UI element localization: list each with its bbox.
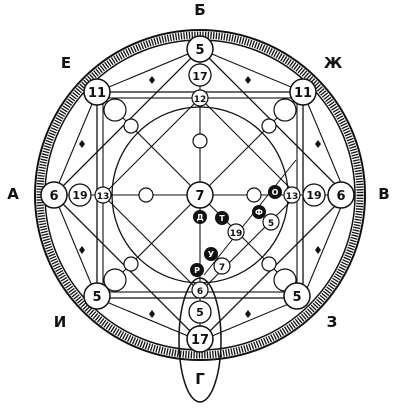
- node-right-inner: 19: [302, 183, 326, 207]
- empty-nodes: [103, 98, 297, 292]
- node-bottom-outer: 17: [186, 325, 214, 353]
- dir-bottom: Г: [195, 370, 205, 388]
- node-top-right: 11: [289, 78, 317, 106]
- svg-text:13: 13: [97, 192, 110, 202]
- svg-text:13: 13: [286, 192, 299, 202]
- number-nodes: 5 17 12 11 11 6 19 13 7 13 19 6 5 19 7 5…: [40, 35, 355, 353]
- marker-t: Т: [215, 211, 229, 225]
- svg-text:6: 6: [336, 189, 345, 204]
- node-left-inner: 19: [68, 183, 92, 207]
- node-top-inner: 17: [188, 63, 212, 87]
- hatched-ring: [36, 31, 364, 359]
- svg-text:11: 11: [294, 86, 312, 101]
- node-top-outer: 5: [186, 35, 214, 63]
- svg-text:7: 7: [219, 263, 225, 273]
- node-center: 7: [186, 181, 214, 209]
- svg-text:О: О: [272, 188, 279, 197]
- svg-text:6: 6: [197, 287, 203, 297]
- svg-text:17: 17: [192, 70, 207, 83]
- node-bottom-left: 5: [83, 282, 111, 310]
- svg-text:У: У: [208, 250, 214, 259]
- marker-u: У: [204, 247, 218, 261]
- dir-left: А: [7, 185, 19, 203]
- direction-labels: Б Е Ж А В И З Г: [7, 1, 390, 388]
- svg-text:5: 5: [292, 290, 301, 305]
- svg-text:5: 5: [195, 43, 204, 58]
- svg-text:7: 7: [195, 189, 204, 204]
- node-left-square: 13: [94, 186, 112, 204]
- node-right-small-b: 19: [227, 223, 245, 241]
- marker-f: Ф: [252, 205, 266, 219]
- marker-o: О: [268, 185, 282, 199]
- node-right-small-a: 5: [262, 213, 280, 231]
- svg-text:17: 17: [191, 333, 209, 348]
- svg-text:19: 19: [230, 229, 243, 239]
- node-top-square: 12: [191, 89, 209, 107]
- bottom-ellipse: [178, 277, 222, 403]
- svg-text:Ф: Ф: [255, 208, 263, 217]
- karma-line: [203, 159, 297, 276]
- svg-text:19: 19: [306, 189, 321, 202]
- outer-ring: [34, 29, 366, 361]
- dir-right: В: [378, 185, 389, 203]
- node-top-left: 11: [83, 78, 111, 106]
- svg-text:19: 19: [72, 189, 87, 202]
- svg-text:11: 11: [88, 86, 106, 101]
- letter-markers: О Ф Д Т У Р: [190, 185, 282, 277]
- node-bottom-square: 6: [191, 281, 209, 299]
- dir-bottom-left: И: [54, 313, 67, 331]
- node-bottom-right: 5: [283, 282, 311, 310]
- svg-text:5: 5: [196, 306, 204, 319]
- dir-top-left: Е: [61, 54, 71, 72]
- svg-text:12: 12: [194, 95, 207, 105]
- dir-top: Б: [194, 1, 205, 19]
- ring-ticks: [79, 76, 321, 318]
- dir-bottom-right: З: [327, 313, 338, 331]
- dir-top-right: Ж: [324, 54, 343, 72]
- svg-text:5: 5: [92, 290, 101, 305]
- svg-text:Д: Д: [196, 213, 203, 222]
- node-right-outer: 6: [327, 181, 355, 209]
- node-right-square: 13: [283, 186, 301, 204]
- svg-text:5: 5: [268, 219, 274, 229]
- marker-r: Р: [190, 263, 204, 277]
- svg-text:Р: Р: [194, 266, 200, 275]
- node-right-small-c: 7: [213, 257, 231, 275]
- svg-text:Т: Т: [219, 214, 225, 223]
- node-left-outer: 6: [40, 181, 68, 209]
- marker-d: Д: [193, 210, 207, 224]
- svg-text:6: 6: [49, 189, 58, 204]
- node-bottom-inner: 5: [188, 300, 212, 324]
